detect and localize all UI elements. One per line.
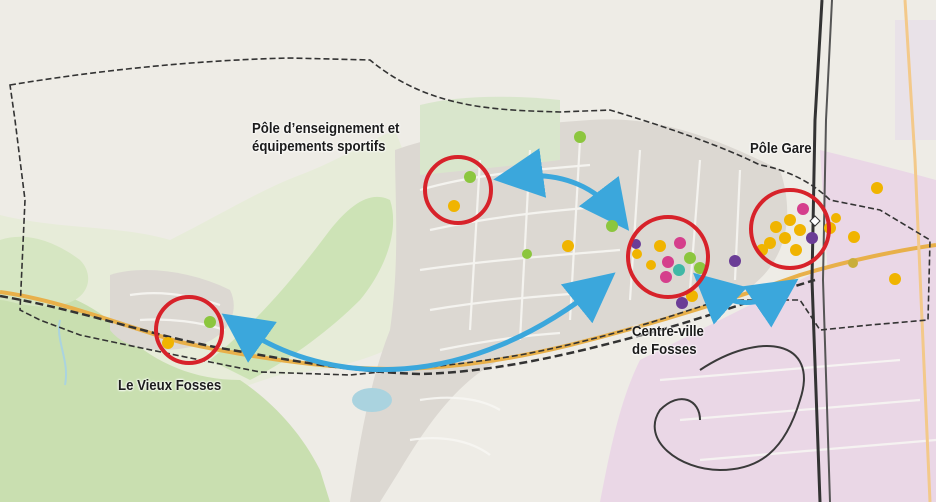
industrial-area-south [600, 250, 936, 502]
poi-marker [889, 273, 901, 285]
poi-marker [662, 256, 674, 268]
poi-marker [729, 255, 741, 267]
poi-marker [764, 237, 776, 249]
main-road [0, 243, 936, 371]
hub-circle-centre-ville[interactable] [626, 215, 710, 299]
poi-marker [522, 249, 532, 259]
poi-marker [646, 260, 656, 270]
poi-marker [831, 213, 841, 223]
label-pole-gare: Pôle Gare [750, 140, 812, 158]
poi-marker [770, 221, 782, 233]
poi-marker [806, 232, 818, 244]
forest-area-south [0, 287, 330, 502]
industrial-area-northeast [895, 20, 936, 140]
label-vieux-fosses-text: Le Vieux Fosses [118, 377, 222, 394]
poi-marker [660, 271, 672, 283]
poi-marker [784, 214, 796, 226]
poi-marker [848, 258, 858, 268]
arrow-vieux-fosses-centre [221, 272, 616, 373]
poi-markers [162, 131, 901, 349]
hub-circle-enseignement[interactable] [423, 155, 493, 225]
label-centre-ville-line1: Centre-ville [632, 323, 704, 340]
poi-marker [673, 264, 685, 276]
poi-marker [779, 232, 791, 244]
label-pole-enseignement: Pôle d’enseignement et équipements sport… [252, 120, 399, 156]
label-vieux-fosses: Le Vieux Fosses [118, 377, 221, 395]
regional-road [903, 0, 932, 502]
poi-marker [632, 249, 642, 259]
poi-marker [794, 224, 806, 236]
label-pole-enseignement-line1: Pôle d’enseignement et [252, 120, 400, 137]
poi-marker [684, 252, 696, 264]
hub-circle-vieux-fosses[interactable] [154, 295, 224, 365]
arrow-centre-gare [693, 272, 799, 328]
poi-marker [448, 200, 460, 212]
commune-boundary [9, 57, 931, 376]
hub-circle-gare[interactable] [749, 188, 831, 270]
poi-marker [574, 131, 586, 143]
poi-marker [676, 297, 688, 309]
poi-marker [464, 171, 476, 183]
industrial-area-east [820, 150, 936, 310]
stream [58, 319, 67, 386]
label-pole-gare-text: Pôle Gare [750, 140, 812, 157]
poi-marker [871, 182, 883, 194]
poi-marker [654, 240, 666, 252]
label-pole-enseignement-line2: équipements sportifs [252, 138, 386, 155]
poi-marker [674, 237, 686, 249]
poi-marker [162, 337, 174, 349]
poi-marker [797, 203, 809, 215]
circuit-track [653, 345, 805, 472]
poi-marker [562, 240, 574, 252]
street-network [129, 139, 936, 462]
label-centre-ville: Centre-ville de Fosses [632, 323, 704, 359]
railway-line-main-2 [821, 0, 833, 502]
poi-marker [848, 231, 860, 243]
poi-marker [694, 262, 706, 274]
station-icon [809, 215, 821, 227]
poi-marker [631, 239, 641, 249]
arrow-enseignement-centre [493, 148, 630, 231]
label-centre-ville-line2: de Fosses [632, 341, 697, 358]
poi-marker [790, 244, 802, 256]
poi-marker [204, 316, 216, 328]
poi-marker [606, 220, 618, 232]
pond [352, 388, 392, 412]
